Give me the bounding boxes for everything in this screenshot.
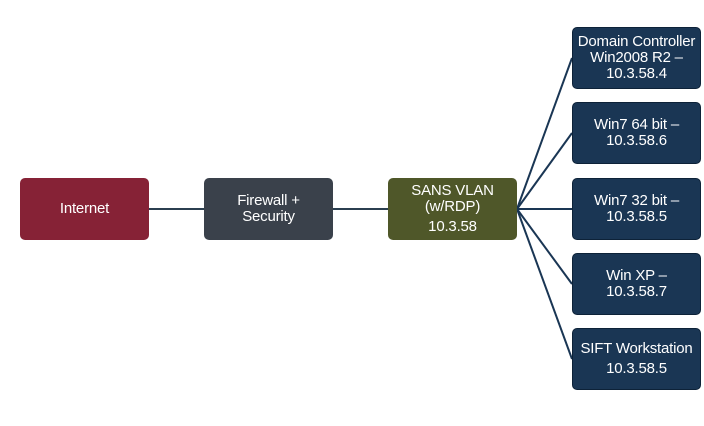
node-win-xp: Win XP – 10.3.58.7	[572, 253, 701, 315]
node-domain-controller: Domain Controller Win2008 R2 – 10.3.58.4	[572, 27, 701, 89]
node-vlan-line3: 10.3.58	[428, 218, 477, 235]
host-2-line1: Win7 64 bit –	[594, 116, 679, 133]
node-firewall-line1: Firewall +	[237, 192, 300, 209]
host-1-line3: 10.3.58.4	[606, 65, 667, 82]
connector-vlan-host-5	[516, 208, 573, 360]
host-3-line2: 10.3.58.5	[606, 208, 667, 225]
node-internet-label: Internet	[59, 200, 110, 217]
host-4-line2: 10.3.58.7	[606, 283, 667, 300]
node-vlan-line2: (w/RDP)	[424, 198, 481, 215]
connector-vlan-host-2	[516, 132, 573, 210]
host-3-line1: Win7 32 bit –	[594, 192, 679, 209]
connector-vlan-host-1	[516, 57, 573, 210]
node-vlan-line1: SANS VLAN	[411, 182, 494, 199]
host-1-line2: Win2008 R2 –	[590, 49, 683, 66]
node-sans-vlan: SANS VLAN (w/RDP) 10.3.58	[388, 178, 517, 240]
host-1-line1: Domain Controller	[577, 33, 696, 50]
node-win7-64: Win7 64 bit – 10.3.58.6	[572, 102, 701, 164]
node-firewall: Firewall + Security	[204, 178, 333, 240]
host-4-line1: Win XP –	[606, 267, 667, 284]
node-win7-32: Win7 32 bit – 10.3.58.5	[572, 178, 701, 240]
node-internet: Internet	[20, 178, 149, 240]
host-2-line2: 10.3.58.6	[606, 132, 667, 149]
connector-vlan-host-4	[516, 208, 573, 285]
host-5-line2: 10.3.58.5	[606, 360, 667, 377]
node-firewall-line2: Security	[242, 208, 295, 225]
node-sift-workstation: SIFT Workstation 10.3.58.5	[572, 328, 701, 390]
host-5-line1: SIFT Workstation	[580, 340, 693, 357]
